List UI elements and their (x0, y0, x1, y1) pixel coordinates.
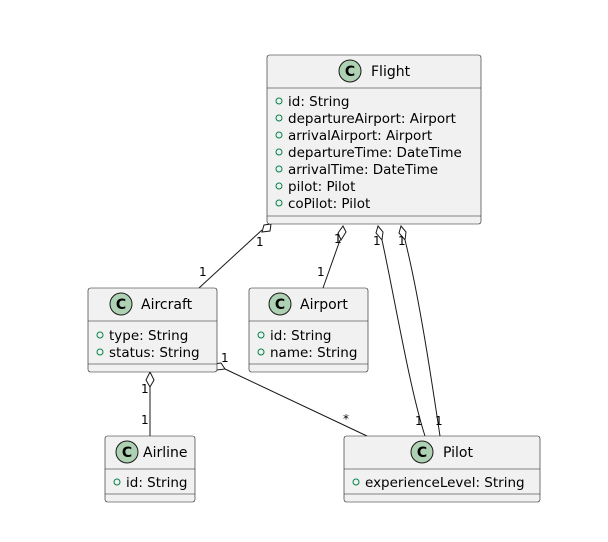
mult-flight-copilot-whole: 1 (398, 234, 406, 248)
class-stereotype-letter: C (417, 445, 427, 461)
public-visibility-icon (257, 331, 265, 339)
class-flight[interactable]: C Flight id: String departureAirport: Ai… (266, 54, 482, 225)
attribute: arrivalTime: DateTime (288, 162, 438, 178)
mult-flight-pilot-part: 1 (415, 414, 423, 428)
class-aircraft[interactable]: C Aircraft type: String status: String (87, 287, 218, 373)
class-box (266, 54, 482, 225)
class-title: Airport (300, 297, 348, 313)
mult-flight-airport-whole: 1 (334, 232, 342, 246)
public-visibility-icon (352, 478, 360, 486)
mult-flight-copilot-part: 1 (435, 414, 443, 428)
attribute-list: id: String departureAirport: Airport arr… (275, 94, 462, 212)
public-visibility-icon (275, 97, 283, 105)
public-visibility-icon (96, 331, 104, 339)
public-visibility-icon (275, 165, 283, 173)
class-title: Airline (143, 445, 188, 461)
public-visibility-icon (257, 348, 265, 356)
attribute: name: String (270, 345, 357, 361)
public-visibility-icon (275, 182, 283, 190)
class-stereotype-icon (410, 440, 434, 464)
class-stereotype-icon (268, 292, 292, 316)
edge-flight-copilot (404, 239, 441, 437)
aggregation-diamond-flight-airport (337, 225, 347, 242)
aggregation-diamond-flight-pilot (375, 224, 384, 242)
class-title: Aircraft (141, 297, 193, 313)
public-visibility-icon (113, 478, 121, 486)
public-visibility-icon (275, 131, 283, 139)
class-stereotype-icon (115, 440, 139, 464)
public-visibility-icon (275, 148, 283, 156)
attribute: departureAirport: Airport (288, 111, 456, 127)
mult-aircraft-airline-whole: 1 (141, 382, 149, 396)
attribute: status: String (109, 345, 200, 361)
edge-aircraft-pilot (224, 368, 368, 437)
attribute-list: id: String (113, 475, 187, 491)
attribute: experienceLevel: String (365, 475, 525, 491)
public-visibility-icon (275, 114, 283, 122)
attribute: id: String (288, 94, 349, 110)
class-stereotype-letter: C (345, 64, 355, 80)
attribute: id: String (270, 328, 331, 344)
attribute: id: String (126, 475, 187, 491)
class-airline[interactable]: C Airline id: String (104, 435, 196, 503)
public-visibility-icon (275, 199, 283, 207)
class-title: Pilot (443, 445, 473, 461)
aggregation-diamond-flight-copilot (398, 224, 407, 242)
edge-flight-airport (322, 239, 341, 289)
class-stereotype-letter: C (275, 297, 285, 313)
class-stereotype-letter: C (122, 445, 132, 461)
attribute: pilot: Pilot (288, 179, 355, 195)
mult-aircraft-pilot-part: * (343, 412, 349, 426)
attribute: type: String (109, 328, 188, 344)
mult-flight-aircraft-whole: 1 (256, 235, 264, 249)
edge-flight-aircraft (198, 229, 263, 289)
attribute-list: type: String status: String (96, 328, 200, 361)
attribute-list: experienceLevel: String (352, 475, 525, 491)
mult-flight-airport-part: 1 (317, 265, 325, 279)
class-airport[interactable]: C Airport id: String name: String (248, 287, 369, 373)
mult-flight-aircraft-part: 1 (199, 265, 207, 279)
mult-flight-pilot-whole: 1 (373, 234, 381, 248)
edge-flight-pilot (381, 239, 426, 437)
aggregation-diamond-aircraft-airline (145, 370, 155, 389)
attribute: departureTime: DateTime (288, 145, 462, 161)
attribute: arrivalAirport: Airport (288, 128, 432, 144)
mult-aircraft-pilot-whole: 1 (221, 351, 229, 365)
attribute-list: id: String name: String (257, 328, 357, 361)
multiplicity-labels: 1 1 1 1 1 1 1 1 1 1 1 * (141, 232, 443, 428)
attribute: coPilot: Pilot (288, 196, 370, 212)
association-edges (145, 223, 441, 437)
class-stereotype-icon (109, 292, 133, 316)
public-visibility-icon (96, 348, 104, 356)
class-stereotype-icon (338, 59, 362, 83)
class-stereotype-letter: C (116, 297, 126, 313)
mult-aircraft-airline-part: 1 (141, 413, 149, 427)
class-pilot[interactable]: C Pilot experienceLevel: String (343, 435, 541, 503)
class-title: Flight (371, 64, 411, 80)
aggregation-diamond-flight-aircraft (261, 223, 272, 233)
